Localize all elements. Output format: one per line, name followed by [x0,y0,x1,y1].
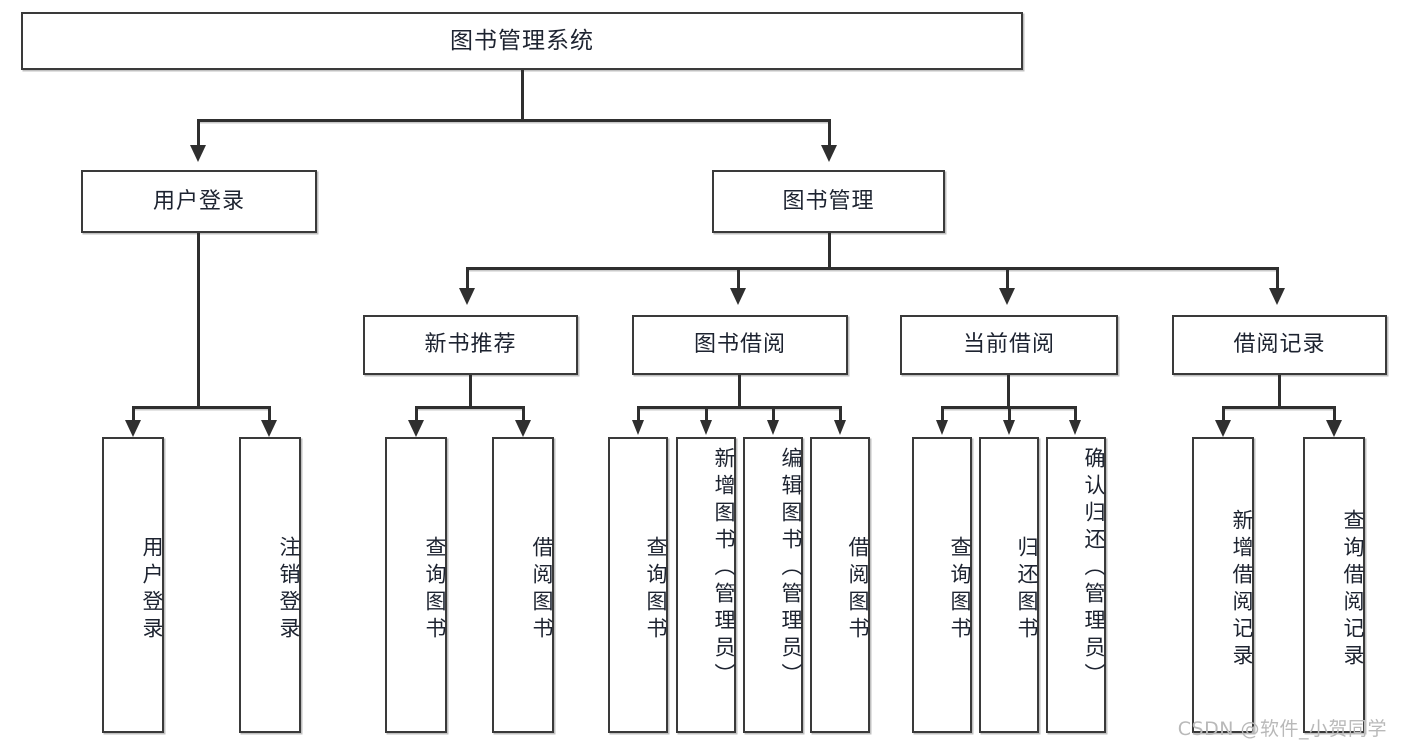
node-book-management[interactable]: 图书管理 [712,170,945,233]
node-current-borrow[interactable]: 当前借阅 [900,315,1118,375]
connector-level3-drop-4 [1276,267,1279,290]
arrow-to-new-book-recommend [459,288,475,305]
leaf-new-book-query-book[interactable]: 查询图书 [385,437,447,733]
node-book-borrow[interactable]: 图书借阅 [632,315,848,375]
connector-user-login-drop-2 [268,406,271,422]
connector-book-borrow-drop-1 [637,406,640,422]
connector-level3-drop-2 [737,267,740,290]
leaf-book-borrow-borrow-book[interactable]: 借阅图书 [810,437,870,733]
arrow-current-borrow-leaf-1 [936,420,948,435]
connector-level3-bus [466,267,1279,270]
arrow-borrow-record-leaf-2 [1326,420,1342,437]
connector-borrow-record-drop-2 [1333,406,1336,422]
arrow-book-borrow-leaf-1 [632,420,644,435]
node-new-book-recommend[interactable]: 新书推荐 [363,315,578,375]
leaf-borrow-record-add-record[interactable]: 新增借阅记录 [1192,437,1254,733]
leaf-current-borrow-confirm-return-admin[interactable]: 确认归还（管理员） [1046,437,1106,733]
connector-current-borrow-drop-3 [1074,406,1077,422]
connector-new-book-drop-2 [522,406,525,422]
connector-user-login-drop-1 [132,406,135,422]
leaf-current-borrow-query-book[interactable]: 查询图书 [912,437,972,733]
arrow-to-current-borrow [999,288,1015,305]
arrow-book-borrow-leaf-4 [834,420,846,435]
connector-new-book-bus [415,406,525,409]
connector-user-login-bus [132,406,271,409]
arrow-to-user-login [190,145,206,162]
leaf-book-borrow-query-book[interactable]: 查询图书 [608,437,668,733]
connector-user-login-stem [197,233,200,408]
leaf-user-login-logout[interactable]: 注销登录 [239,437,301,733]
connector-book-borrow-bus [637,406,841,409]
connector-borrow-record-drop-1 [1222,406,1225,422]
arrow-to-borrow-record [1269,288,1285,305]
arrow-to-book-borrow [730,288,746,305]
arrow-current-borrow-leaf-3 [1069,420,1081,435]
leaf-user-login-login[interactable]: 用户登录 [102,437,164,733]
connector-level3-drop-3 [1006,267,1009,290]
leaf-borrow-record-query-record[interactable]: 查询借阅记录 [1303,437,1365,733]
connector-book-management-stem [828,233,831,268]
arrow-borrow-record-leaf-1 [1215,420,1231,437]
connector-borrow-record-bus [1222,406,1336,409]
arrow-to-logout-leaf [261,420,277,437]
connector-root-drop-left [197,119,200,147]
connector-book-borrow-drop-2 [705,406,708,422]
leaf-current-borrow-return-book[interactable]: 归还图书 [979,437,1039,733]
connector-new-book-drop-1 [415,406,418,422]
connector-current-borrow-drop-2 [1008,406,1011,422]
connector-root-bus [197,119,830,122]
arrow-book-borrow-leaf-2 [700,420,712,435]
connector-level3-drop-1 [466,267,469,290]
connector-current-borrow-drop-1 [941,406,944,422]
connector-book-borrow-stem [738,375,741,407]
arrow-book-borrow-leaf-3 [767,420,779,435]
arrow-new-book-leaf-1 [408,420,424,437]
leaf-book-borrow-edit-book-admin[interactable]: 编辑图书（管理员） [743,437,803,733]
arrow-to-book-management [821,145,837,162]
arrow-new-book-leaf-2 [515,420,531,437]
leaf-book-borrow-add-book-admin[interactable]: 新增图书（管理员） [676,437,736,733]
connector-current-borrow-stem [1007,375,1010,407]
connector-book-borrow-drop-4 [839,406,842,422]
connector-new-book-stem [469,375,472,407]
node-root-library-management-system[interactable]: 图书管理系统 [21,12,1023,70]
node-user-login[interactable]: 用户登录 [81,170,317,233]
connector-root-stem [521,70,524,120]
connector-borrow-record-stem [1278,375,1281,407]
arrow-to-user-login-leaf [125,420,141,437]
connector-root-drop-right [828,119,831,147]
node-borrow-record[interactable]: 借阅记录 [1172,315,1387,375]
arrow-current-borrow-leaf-2 [1003,420,1015,435]
connector-book-borrow-drop-3 [772,406,775,422]
leaf-new-book-borrow-book[interactable]: 借阅图书 [492,437,554,733]
